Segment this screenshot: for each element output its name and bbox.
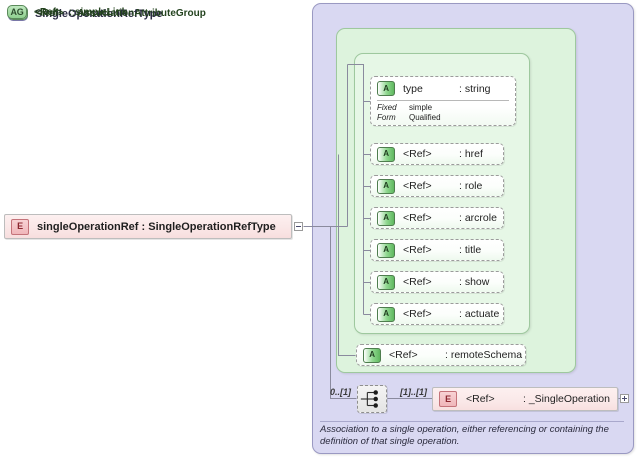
facet-key: Form (377, 113, 396, 122)
attribute-facets: Fixed simple Form Qualified (377, 103, 441, 123)
attributegroup-outer-type: : AssociationAttributeGroup (71, 7, 206, 19)
sequence-compositor-icon[interactable] (357, 385, 387, 413)
attribute-type-header: A type : string (377, 81, 491, 96)
element-badge: E (11, 218, 29, 235)
plus-vertical-bar (624, 396, 625, 401)
attributegroup-outer-ref: <Ref> (36, 7, 64, 19)
attribute-row-role[interactable]: A <Ref> : role (370, 175, 504, 197)
facet-row: Fixed simple (377, 103, 441, 113)
attribute-badge: A (377, 146, 395, 162)
attributegroup-inner-header[interactable]: AG <Ref> : simpleLink (7, 5, 127, 19)
attribute-ref: <Ref> (403, 244, 432, 256)
minus-horizontal-bar (296, 226, 301, 227)
element-badge: E (439, 391, 457, 407)
attribute-row-remoteschema[interactable]: A <Ref> : remoteSchema (356, 344, 526, 366)
attribute-ref: <Ref> (389, 349, 418, 361)
attribute-type: : arcrole (459, 212, 497, 224)
facet-value: simple (409, 103, 433, 112)
attribute-name: type (403, 82, 423, 95)
complextype-title: SingleOperationRefType (35, 7, 163, 20)
attribute-badge: A (377, 306, 395, 322)
annotation-divider (320, 421, 624, 422)
collapse-button[interactable] (294, 222, 303, 231)
attribute-type: : show (459, 276, 490, 288)
attribute-row-actuate[interactable]: A <Ref> : actuate (370, 303, 504, 325)
attribute-type: : role (459, 180, 483, 192)
attribute-badge: A (363, 347, 381, 363)
attribute-badge: A (377, 178, 395, 194)
element-type: : _SingleOperation (523, 393, 610, 405)
attribute-badge: A (377, 242, 395, 258)
attributegroup-inner-type: : simpleLink (68, 6, 128, 18)
attribute-ref: <Ref> (403, 212, 432, 224)
attribute-type: : remoteSchema (445, 349, 523, 361)
element-row-singleoperation[interactable]: E <Ref> : _SingleOperation (432, 387, 618, 411)
facet-value: Qualified (409, 113, 441, 122)
attribute-ref: <Ref> (403, 276, 432, 288)
annotation-text: Association to a single operation, eithe… (320, 424, 609, 447)
facet-key: Fixed (377, 103, 397, 112)
root-element-label: singleOperationRef : SingleOperationRefT… (37, 220, 276, 233)
attributegroup-inner-ref: <Ref> (34, 6, 62, 18)
attribute-ref: <Ref> (403, 308, 432, 320)
attribute-ref: <Ref> (403, 180, 432, 192)
attribute-row-href[interactable]: A <Ref> : href (370, 143, 504, 165)
attribute-row-arcrole[interactable]: A <Ref> : arcrole (370, 207, 504, 229)
attribute-type: : title (459, 244, 482, 256)
attribute-badge: A (377, 81, 395, 96)
attributegroup-badge: AG (7, 5, 27, 19)
attribute-badge: A (377, 210, 395, 226)
root-element-row[interactable]: E singleOperationRef : SingleOperationRe… (4, 214, 292, 239)
facet-row: Form Qualified (377, 113, 441, 123)
attribute-type: : href (459, 148, 483, 160)
attribute-type: : string (459, 82, 491, 95)
attribute-row-type[interactable]: A type : string Fixed simple Form Qualif… (370, 76, 516, 126)
expand-button[interactable] (620, 394, 629, 403)
attribute-row-show[interactable]: A <Ref> : show (370, 271, 504, 293)
attribute-row-title[interactable]: A <Ref> : title (370, 239, 504, 261)
attribute-badge: A (377, 274, 395, 290)
attribute-ref: <Ref> (403, 148, 432, 160)
attribute-type: : actuate (459, 308, 500, 320)
element-ref: <Ref> (466, 393, 495, 405)
divider (377, 100, 509, 101)
cardinality-left: 0..[1] (330, 387, 352, 397)
cardinality-right: [1]..[1] (400, 387, 427, 397)
